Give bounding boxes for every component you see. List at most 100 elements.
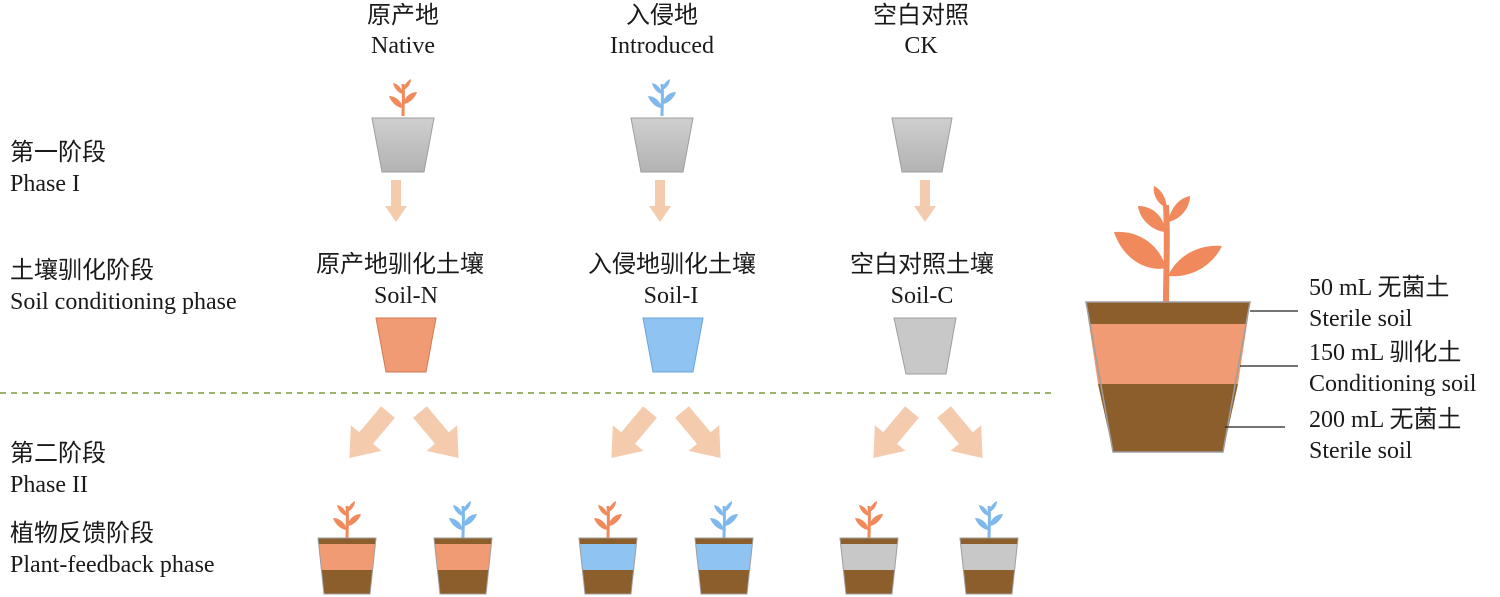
pot-outline <box>317 537 377 595</box>
down-right-arrow-icon <box>404 399 474 471</box>
introduced-sprout-icon <box>708 499 740 540</box>
bottom-sterile-layer <box>963 570 1015 594</box>
column-native-en: Native <box>371 33 435 59</box>
down-right-arrow-icon <box>928 399 998 471</box>
phase1-pot-native <box>371 77 435 173</box>
introduced-sprout-icon <box>447 499 479 540</box>
large-plant-icon <box>1114 186 1222 303</box>
conditioning-layer <box>579 544 637 570</box>
pot-outline <box>694 537 754 595</box>
phase-1-cn: 第一阶段 <box>10 139 106 166</box>
legend-top-en: Sterile soil <box>1309 306 1413 332</box>
top-sterile-layer <box>840 538 898 544</box>
phase1-pot-ck <box>891 117 953 173</box>
feedback-phase-cn: 植物反馈阶段 <box>10 520 154 547</box>
pot-outline <box>839 537 899 595</box>
down-arrow-icon <box>914 180 936 222</box>
column-header-native: 原产地 Native <box>367 2 439 59</box>
conditioning-layer <box>695 544 753 570</box>
conditioning-layer <box>960 544 1018 570</box>
soil-ck-cn: 空白对照土壤 <box>850 251 994 278</box>
phase2-pots <box>317 499 1019 595</box>
native-sprout-icon <box>853 499 885 540</box>
legend-middle-amount: 150 mL 驯化土 <box>1309 339 1461 366</box>
top-sterile-layer <box>318 538 376 544</box>
down-left-arrow-icon <box>858 399 928 471</box>
feedback-phase-label: 植物反馈阶段 Plant-feedback phase <box>10 520 215 578</box>
down-arrow-icon <box>649 180 671 222</box>
soil-native-pot <box>375 317 437 373</box>
bottom-sterile-layer <box>437 570 489 594</box>
soil-ck-en: Soil-C <box>891 283 954 309</box>
legend-middle-en: Conditioning soil <box>1309 371 1477 397</box>
column-native-cn: 原产地 <box>367 2 439 29</box>
pot-outline <box>959 537 1019 595</box>
column-header-ck: 空白对照 CK <box>873 2 969 59</box>
soil-introduced-en: Soil-I <box>644 283 699 309</box>
soil-native-group: 原产地驯化土壤 Soil-N <box>316 251 484 373</box>
bottom-sterile-layer <box>582 570 634 594</box>
feedback-pot <box>433 499 493 595</box>
top-sterile-layer <box>695 538 753 544</box>
phase-2-label: 第二阶段 Phase II <box>10 440 106 498</box>
phase-2-en: Phase II <box>10 472 88 498</box>
native-sprout-icon <box>592 499 624 540</box>
soil-ck-pot <box>893 317 957 375</box>
soil-introduced-pot <box>642 317 704 373</box>
soil-introduced-cn: 入侵地驯化土壤 <box>588 251 756 278</box>
conditioning-phase-cn: 土壤驯化阶段 <box>10 257 154 284</box>
phase-1-label: 第一阶段 Phase I <box>10 139 106 197</box>
legend-pot-outline <box>1085 301 1251 453</box>
feedback-pot <box>578 499 638 595</box>
feedback-phase-en: Plant-feedback phase <box>10 552 215 578</box>
native-sprout-icon <box>331 499 363 540</box>
legend-bottom-en: Sterile soil <box>1309 438 1413 464</box>
feedback-pot <box>959 499 1019 595</box>
top-sterile-layer <box>434 538 492 544</box>
feedback-pot <box>317 499 377 595</box>
feedback-pot <box>839 499 899 595</box>
phase-1-en: Phase I <box>10 171 80 197</box>
conditioning-phase-en: Soil conditioning phase <box>10 289 237 315</box>
pot-outline <box>433 537 493 595</box>
down-right-arrow-icon <box>666 399 736 471</box>
feedback-pot <box>694 499 754 595</box>
top-sterile-layer <box>960 538 1018 544</box>
down-left-arrow-icon <box>596 399 666 471</box>
top-sterile-layer <box>579 538 637 544</box>
soil-ck-group: 空白对照土壤 Soil-C <box>850 251 994 375</box>
phase-2-cn: 第二阶段 <box>10 440 106 467</box>
conditioning-phase-label: 土壤驯化阶段 Soil conditioning phase <box>10 257 237 315</box>
soil-native-en: Soil-N <box>374 283 438 309</box>
down-arrow-icon <box>385 180 407 222</box>
bottom-sterile-layer <box>843 570 895 594</box>
column-introduced-cn: 入侵地 <box>626 2 698 29</box>
introduced-sprout-icon <box>646 77 678 118</box>
column-ck-cn: 空白对照 <box>873 2 969 29</box>
pot-outline <box>578 537 638 595</box>
soil-introduced-group: 入侵地驯化土壤 Soil-I <box>588 251 756 373</box>
grey-pot <box>630 117 694 173</box>
legend-bottom-sterile-layer <box>1098 384 1238 452</box>
legend-bottom-amount: 200 mL 无菌土 <box>1309 406 1461 433</box>
legend-conditioning-layer <box>1089 324 1247 384</box>
column-ck-en: CK <box>904 33 938 59</box>
column-introduced-en: Introduced <box>610 33 714 59</box>
native-sprout-icon <box>387 77 419 118</box>
conditioning-layer <box>840 544 898 570</box>
legend-pot: 50 mL 无菌土 Sterile soil 150 mL 驯化土 Condit… <box>1085 186 1477 464</box>
introduced-sprout-icon <box>973 499 1005 540</box>
conditioning-layer <box>434 544 492 570</box>
legend-top-amount: 50 mL 无菌土 <box>1309 274 1449 301</box>
soil-native-cn: 原产地驯化土壤 <box>316 251 484 278</box>
legend-top-sterile-layer <box>1086 302 1250 324</box>
grey-pot <box>371 117 435 173</box>
bottom-sterile-layer <box>321 570 373 594</box>
conditioning-layer <box>318 544 376 570</box>
column-header-introduced: 入侵地 Introduced <box>610 2 714 59</box>
down-left-arrow-icon <box>334 399 404 471</box>
grey-pot <box>891 117 953 173</box>
bottom-sterile-layer <box>698 570 750 594</box>
phase1-pot-introduced <box>630 77 694 173</box>
